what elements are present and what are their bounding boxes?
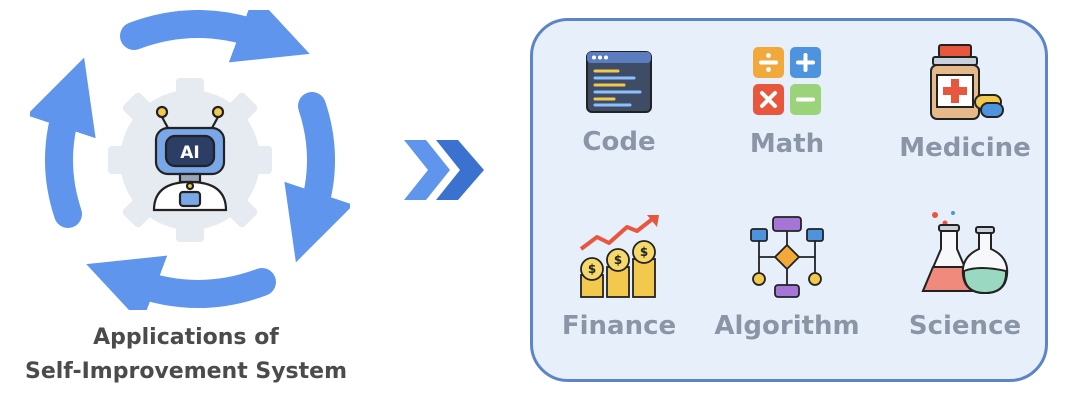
application-label: Medicine (899, 133, 1031, 163)
application-algorithm: Algorithm (707, 215, 867, 341)
application-label: Finance (561, 311, 677, 341)
application-label: Math (749, 129, 825, 159)
math-operations-icon (753, 47, 821, 115)
algorithm-flowchart-icon (750, 216, 824, 298)
application-label: Science (908, 311, 1022, 341)
application-code: Code (539, 49, 699, 157)
cycle-arrows-icon: AI (30, 10, 350, 310)
science-flasks-icon (921, 211, 1009, 295)
self-improvement-diagram: AI Applications of Self-Improvement Syst… (0, 0, 380, 400)
svg-text:$: $ (588, 262, 596, 276)
application-label: Algorithm (714, 311, 860, 341)
applications-panel: Code Math M (530, 18, 1048, 382)
medicine-bottle-icon (930, 44, 1004, 120)
application-finance: $ $ $ Finance (539, 215, 699, 341)
application-label: Code (582, 127, 656, 157)
finance-coins-chart-icon: $ $ $ (579, 215, 659, 298)
svg-text:$: $ (640, 245, 648, 259)
code-editor-icon (586, 51, 652, 113)
application-medicine: Medicine (885, 43, 1045, 163)
application-science: Science (885, 209, 1045, 341)
robot-ai-icon: AI (152, 105, 228, 212)
double-chevron-right-icon (404, 140, 484, 200)
svg-text:$: $ (614, 253, 622, 267)
application-math: Math (707, 45, 867, 159)
ai-text: AI (180, 143, 199, 163)
diagram-caption-line2: Self-Improvement System (24, 359, 348, 384)
diagram-caption-line1: Applications of (93, 325, 279, 350)
